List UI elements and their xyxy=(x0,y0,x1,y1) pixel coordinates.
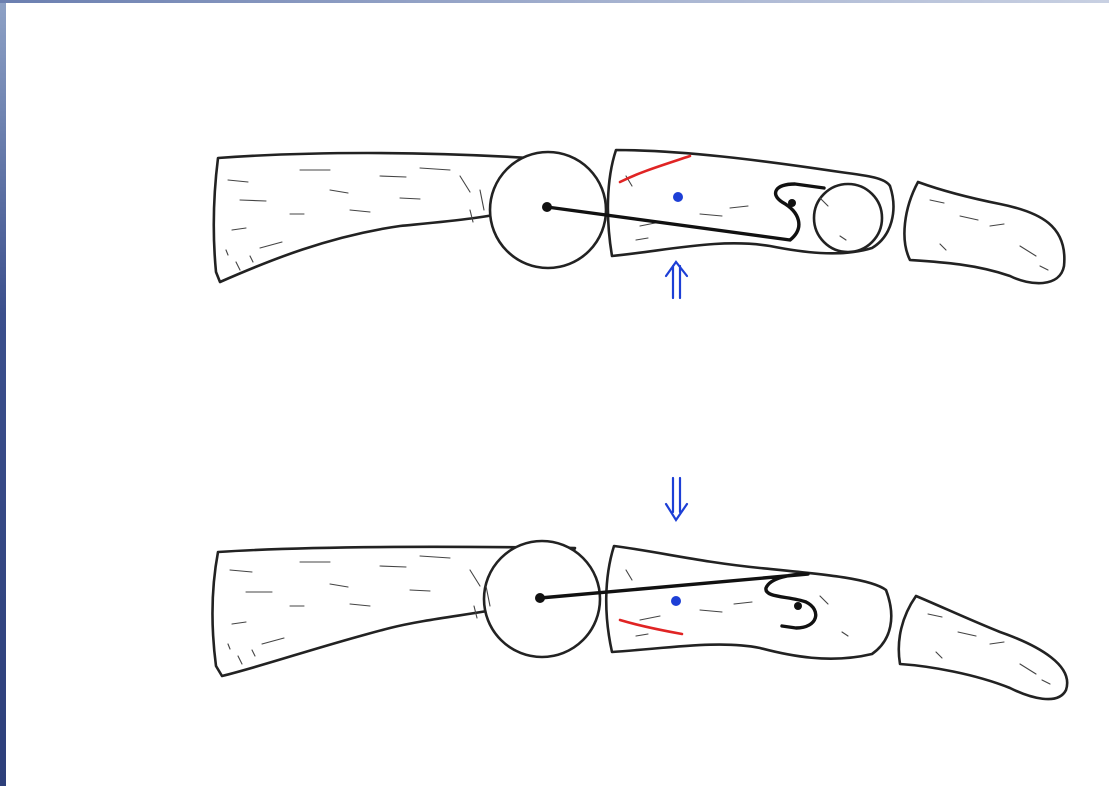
wire-entry-point-bottom xyxy=(535,593,545,603)
wire-anchor-dot-bottom xyxy=(794,602,802,610)
pin-marker-top xyxy=(673,192,683,202)
middle-phalanx-head-top xyxy=(814,184,882,252)
distal-phalanx-top xyxy=(904,182,1064,283)
force-arrow-down xyxy=(666,478,687,520)
distal-phalanx-bottom xyxy=(899,596,1067,699)
pin-marker-bottom xyxy=(671,596,681,606)
force-arrow-up xyxy=(666,262,687,298)
panel-bottom xyxy=(212,478,1067,699)
wire-anchor-dot-top xyxy=(788,199,796,207)
panel-top xyxy=(214,150,1065,298)
wire-entry-point-top xyxy=(542,202,552,212)
